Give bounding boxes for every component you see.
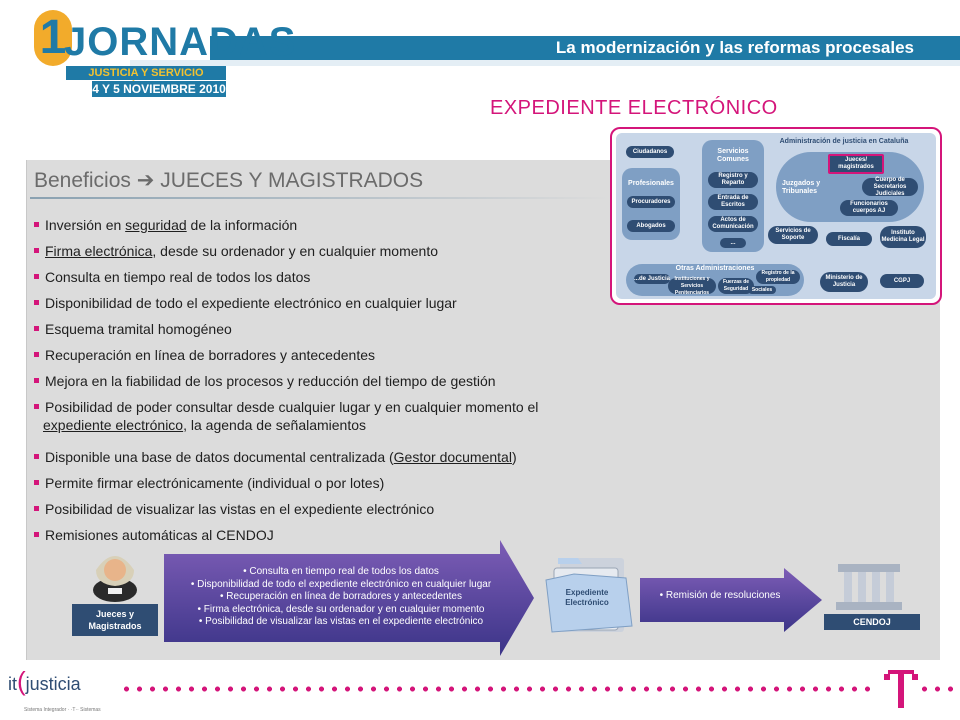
benefits-title: Beneficios ➔ JUECES Y MAGISTRADOS — [34, 168, 423, 194]
footer-dots — [918, 686, 958, 692]
flow-benefits-list: • Consulta en tiempo real de todos los d… — [190, 566, 492, 627]
header-band-light — [130, 60, 960, 66]
bullet-square-icon — [34, 531, 39, 537]
bullet-square-icon — [34, 221, 39, 227]
logo-number: 1 — [34, 10, 72, 66]
bullet-square-icon — [34, 377, 39, 383]
title-divider — [30, 197, 610, 199]
telekom-logo-icon — [884, 670, 918, 708]
bullet-item: Recuperación en línea de borradores y an… — [34, 346, 614, 364]
header-band — [210, 36, 960, 60]
org-node-dejusticia: ...de Justicia — [634, 274, 670, 284]
org-node-jueces: Jueces/ magistrados — [828, 154, 884, 174]
org-node-funcionarios: Funcionarios cuerpos AJ — [840, 200, 898, 216]
logo-word: JORNADAS — [64, 20, 297, 64]
org-node-ellipsis: ... — [720, 238, 746, 248]
footer-tagline: Sistema Integrador · ·T·· Sistemas — [24, 707, 101, 713]
org-label-juzgados: Juzgados y Tribunales — [782, 180, 821, 195]
folder-icon — [545, 558, 633, 633]
benefits-label: Beneficios — [34, 169, 131, 192]
bullet-item: Remisiones automáticas al CENDOJ — [34, 526, 614, 544]
building-icon — [836, 564, 902, 610]
bullet-item: Consulta en tiempo real de todos los dat… — [34, 268, 614, 286]
judge-caption: Jueces y Magistrados — [72, 604, 158, 636]
logo-dates: 4 Y 5 NOVIEMBRE 2010 — [92, 81, 226, 97]
banner-title: La modernización y las reformas procesal… — [555, 38, 914, 57]
org-node-ministerio: Ministerio de Justicia — [820, 272, 868, 292]
folder-label: Expediente Electrónico — [565, 588, 609, 607]
bullet-square-icon — [34, 505, 39, 511]
bullet-square-icon — [34, 453, 39, 459]
bullet-item: Permite firmar electrónicamente (individ… — [34, 474, 614, 492]
bullet-square-icon — [34, 351, 39, 357]
arrow-right-icon: ➔ — [136, 169, 155, 192]
org-node-fiscalia: Fiscalía — [826, 232, 872, 246]
bullet-item: Firma electrónica, desde su ordenador y … — [34, 242, 614, 260]
org-label-otras: Otras Administraciones — [675, 265, 755, 272]
org-node-registro: Registro y Reparto — [708, 172, 758, 188]
section-title: EXPEDIENTE ELECTRÓNICO — [490, 97, 778, 119]
org-node-actos: Actos de Comunicación — [708, 216, 758, 232]
org-label-servicios-comunes: Servicios Comunes — [717, 148, 749, 163]
bullet-item: Posibilidad de visualizar las vistas en … — [34, 500, 614, 518]
footer-dots — [120, 686, 870, 692]
bullet-item: Posibilidad de poder consultar desde cua… — [34, 398, 614, 434]
org-node-ciudadanos: Ciudadanos — [626, 146, 674, 158]
cendoj-caption: CENDOJ — [824, 614, 920, 630]
org-node-instituciones: Instituciones y Servicios Penitenciarios — [668, 276, 716, 296]
bullet-item: Disponibilidad de todo el expediente ele… — [34, 294, 614, 312]
bullet-square-icon — [34, 403, 39, 409]
benefits-subject: JUECES Y MAGISTRADOS — [160, 169, 424, 192]
org-node-instituto: Instituto Medicina Legal — [880, 226, 926, 248]
org-node-procuradores: Procuradores — [627, 196, 675, 208]
org-node-servicios-soporte: Servicios de Soporte — [768, 226, 818, 244]
bullet-item: Mejora en la fiabilidad de los procesos … — [34, 372, 614, 390]
bullet-item: Esquema tramital homogéneo — [34, 320, 614, 338]
org-node-sociales: Sociales — [748, 286, 776, 294]
bullet-square-icon — [34, 479, 39, 485]
org-node-fuerzas: Fuerzas de Seguridad — [718, 278, 754, 294]
logo-subtitle: JUSTICIA Y SERVICIO PÚBLICO — [66, 66, 226, 93]
bullet-square-icon — [34, 247, 39, 253]
bullet-item: Disponible una base de datos documental … — [34, 448, 614, 466]
flow-arrow-right-icon — [164, 540, 534, 656]
org-node-cuerpo-secretarios: Cuerpo de Secretarios Judiciales — [862, 177, 918, 197]
org-node-entrada: Entrada de Escritos — [708, 194, 758, 210]
bullet-square-icon — [34, 325, 39, 331]
bullet-square-icon — [34, 273, 39, 279]
flow-arrow-right-icon — [640, 568, 822, 632]
flow-remision: • Remisión de resoluciones — [659, 590, 781, 601]
org-node-cgpj: CGPJ — [880, 274, 924, 288]
itjusticia-logo: it(justicia — [8, 666, 81, 696]
org-label-profesionales: Profesionales — [628, 180, 674, 187]
bullet-item: Inversión en seguridad de la información — [34, 216, 614, 234]
org-node-abogados: Abogados — [627, 220, 675, 232]
org-node-registro-propiedad: Registro de la propiedad — [756, 270, 800, 284]
bullet-square-icon — [34, 299, 39, 305]
org-title: Administración de justicia en Cataluña — [779, 138, 909, 145]
judge-icon — [93, 556, 137, 602]
